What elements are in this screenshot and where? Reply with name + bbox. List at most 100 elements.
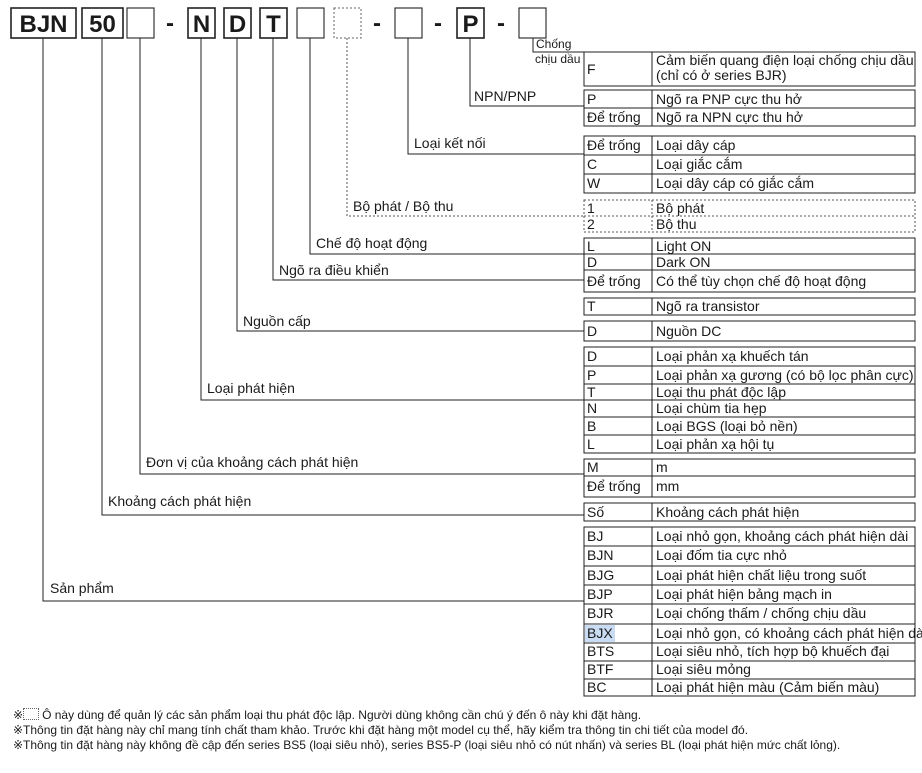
table-connection-desc-2: Loại dây cáp có giắc cắm bbox=[656, 175, 814, 191]
table-unit: M m Để trống mm bbox=[583, 458, 916, 498]
label-distance: Khoảng cách phát hiện bbox=[108, 493, 251, 509]
dotted-box-icon bbox=[23, 708, 40, 720]
wire-mode bbox=[309, 38, 584, 255]
table-detection-code-2: T bbox=[587, 384, 596, 400]
wire-protection bbox=[532, 38, 584, 53]
table-mode-code-1: D bbox=[587, 254, 597, 270]
wire-unit bbox=[139, 38, 584, 475]
label-detection: Loại phát hiện bbox=[207, 380, 295, 396]
table-detection-code-3: N bbox=[587, 400, 597, 416]
code-box-distance: 50 bbox=[81, 7, 124, 39]
table-product-code-3: BJP bbox=[587, 586, 613, 602]
footnote-2: ※Thông tin đặt hàng này chỉ mang tính ch… bbox=[13, 723, 749, 737]
table-product-desc-0: Loại nhỏ gọn, khoảng cách phát hiện dài bbox=[656, 528, 908, 544]
wire-connection bbox=[407, 38, 584, 155]
connector-lines bbox=[42, 38, 584, 602]
table-power-desc-0: Nguồn DC bbox=[656, 323, 721, 339]
table-protection-desc-0: Cảm biến quang điện loại chống chịu dầu(… bbox=[656, 52, 914, 83]
label-power: Nguồn cấp bbox=[243, 313, 311, 329]
table-mode-code-0: L bbox=[587, 238, 595, 254]
table-product-desc-7: Loại siêu mỏng bbox=[656, 661, 751, 677]
table-detection-code-5: L bbox=[587, 436, 595, 452]
table-product-code-8: BC bbox=[587, 679, 606, 695]
table-mode: L Light ON D Dark ON Để trống Có thể tùy… bbox=[583, 237, 916, 293]
table-detection-desc-0: Loại phản xạ khuếch tán bbox=[656, 348, 809, 364]
table-connection-code-0: Để trống bbox=[587, 137, 641, 153]
code-boxes: BJN 50 - N D T - bbox=[10, 7, 547, 39]
table-product-desc-2: Loại phát hiện chất liệu trong suốt bbox=[656, 567, 866, 583]
label-product: Sản phẩm bbox=[50, 580, 114, 596]
table-detection-code-4: B bbox=[587, 418, 596, 434]
label-protection-line1: Chống bbox=[536, 37, 571, 51]
wire-product bbox=[42, 38, 584, 602]
table-control-output-desc-0: Ngõ ra transistor bbox=[656, 298, 760, 314]
code-box-output-type: P bbox=[456, 7, 485, 39]
table-mode-code-2: Để trống bbox=[587, 273, 641, 289]
code-dash-3: - bbox=[434, 10, 442, 37]
table-detection-desc-1: Loại phản xạ gương (có bộ lọc phân cực) bbox=[656, 367, 914, 383]
code-box-power: D bbox=[223, 7, 252, 39]
table-unit-desc-0: m bbox=[656, 459, 668, 475]
table-detection-code-0: D bbox=[587, 348, 597, 364]
table-product-code-1: BJN bbox=[587, 547, 613, 563]
code-box-protection bbox=[518, 7, 547, 39]
wire-detection bbox=[200, 38, 584, 401]
table-detection-code-1: P bbox=[587, 367, 596, 383]
code-box-connection bbox=[394, 7, 423, 39]
code-box-emitter-receiver bbox=[333, 7, 362, 39]
table-emitter-receiver-desc-1: Bộ thu bbox=[656, 216, 696, 232]
wire-control-output bbox=[272, 38, 584, 281]
code-box-detection: N bbox=[187, 7, 216, 39]
code-box-unit bbox=[126, 7, 155, 39]
wire-output-type bbox=[469, 38, 584, 107]
wire-power bbox=[236, 38, 584, 332]
footnote-marker: ※ bbox=[13, 708, 24, 722]
table-output-type-desc-0: Ngõ ra PNP cực thu hở bbox=[656, 91, 802, 107]
table-unit-desc-1: mm bbox=[656, 478, 679, 494]
table-detection-desc-5: Loại phản xạ hội tụ bbox=[656, 436, 774, 452]
label-protection-line2: chịu dầu bbox=[535, 52, 580, 66]
table-product-desc-8: Loại phát hiện màu (Cảm biến màu) bbox=[656, 679, 879, 695]
table-unit-code-0: M bbox=[587, 459, 599, 475]
table-power-code-0: D bbox=[587, 323, 597, 339]
table-connection-desc-1: Loại giắc cắm bbox=[656, 156, 742, 172]
table-product-desc-6: Loại siêu nhỏ, tích hợp bộ khuếch đại bbox=[656, 643, 889, 659]
code-dash-2: - bbox=[373, 10, 381, 37]
table-product-desc-1: Loại đốm tia cực nhỏ bbox=[656, 547, 787, 563]
label-emitter-receiver: Bộ phát / Bộ thu bbox=[353, 198, 453, 214]
table-distance-code-0: Số bbox=[587, 504, 604, 520]
label-connection: Loại kết nối bbox=[414, 135, 486, 151]
table-detection-desc-3: Loại chùm tia hẹp bbox=[656, 400, 767, 416]
code-distance: 50 bbox=[89, 11, 116, 38]
code-control-output: T bbox=[266, 11, 281, 38]
table-emitter-receiver-code-0: 1 bbox=[587, 200, 595, 216]
code-output-type: P bbox=[462, 11, 478, 38]
table-connection: Để trống Loại dây cáp C Loại giắc cắm W … bbox=[583, 135, 916, 194]
code-product: BJN bbox=[19, 11, 67, 38]
code-box-mode bbox=[296, 7, 325, 39]
footnote-3: ※Thông tin đặt hàng này không đề cập đến… bbox=[13, 738, 841, 752]
table-emitter-receiver-code-1: 2 bbox=[587, 216, 595, 232]
footnotes: ※Ô này dùng để quản lý các sản phẩm loại… bbox=[13, 708, 840, 753]
ordering-code-diagram: BJN 50 - N D T - bbox=[10, 7, 922, 697]
table-emitter-receiver-desc-0: Bộ phát bbox=[656, 200, 704, 216]
table-protection-desc-0-line2: (chỉ có ở series BJR) bbox=[656, 67, 787, 83]
table-product-code-4: BJR bbox=[587, 605, 613, 621]
table-control-output: T Ngõ ra transistor bbox=[583, 297, 916, 316]
label-mode: Chế độ hoạt động bbox=[316, 235, 427, 251]
table-product-code-6: BTS bbox=[587, 643, 614, 659]
table-protection-desc-0-line1: Cảm biến quang điện loại chống chịu dầu bbox=[656, 52, 914, 68]
table-power: D Nguồn DC bbox=[583, 320, 916, 342]
wire-distance bbox=[101, 38, 584, 516]
table-product-code-5: BJX bbox=[587, 625, 613, 641]
table-product-desc-5: Loại nhỏ gọn, có khoảng cách phát hiện d… bbox=[656, 625, 922, 641]
table-protection: F Cảm biến quang điện loại chống chịu dầ… bbox=[583, 51, 916, 87]
code-box-product: BJN bbox=[10, 7, 77, 39]
table-output-type-code-1: Để trống bbox=[587, 109, 641, 125]
table-product-code-7: BTF bbox=[587, 661, 613, 677]
table-unit-code-1: Để trống bbox=[587, 478, 641, 494]
code-detection: N bbox=[193, 11, 210, 38]
table-control-output-code-0: T bbox=[587, 298, 596, 314]
table-output-type-desc-1: Ngõ ra NPN cực thu hở bbox=[656, 109, 803, 125]
